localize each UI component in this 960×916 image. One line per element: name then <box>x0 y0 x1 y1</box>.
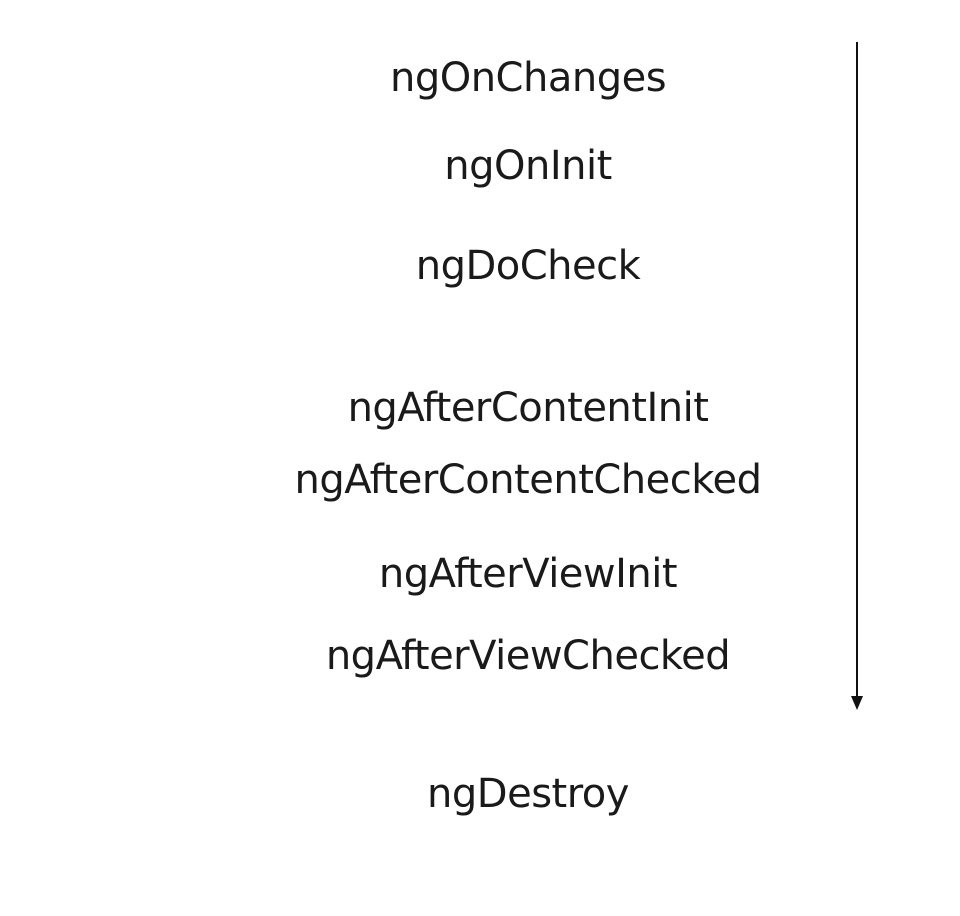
hook-ng-after-view-checked: ngAfterViewChecked <box>325 633 731 679</box>
hook-ng-destroy: ngDestroy <box>427 771 629 817</box>
hook-ng-on-changes: ngOnChanges <box>389 55 667 101</box>
hook-ng-after-view-init: ngAfterViewInit <box>378 551 678 597</box>
hook-ng-after-content-init: ngAfterContentInit <box>347 385 709 431</box>
hook-ng-do-check: ngDoCheck <box>415 243 641 289</box>
sequence-arrow-line <box>856 42 858 698</box>
hook-ng-after-content-checked: ngAfterContentChecked <box>294 457 763 503</box>
sequence-arrow-head <box>851 696 863 710</box>
hook-ng-on-init: ngOnInit <box>444 143 612 189</box>
